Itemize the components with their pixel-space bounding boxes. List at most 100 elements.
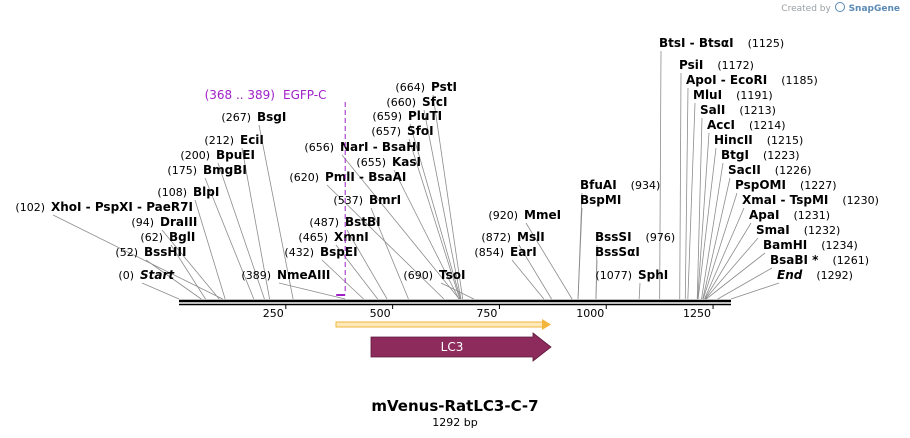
site-position: (976) [646,231,676,244]
site-name: BsaBI * [770,253,819,267]
site-connector [511,259,545,300]
site-name: BspEI [320,245,358,259]
site-position: (920) [488,209,518,222]
site-name: ApaI [749,208,779,222]
site-position: (465) [298,231,328,244]
site-name: BssSI [595,230,632,244]
site-name: HincII [714,133,753,147]
site-position: (660) [386,96,416,109]
site-name: DraIII [160,215,197,229]
site-name: SmaI [756,223,790,237]
ruler-tick-label: 750 [476,307,497,320]
snapgene-logo-icon [834,2,845,12]
site-position: (872) [481,231,511,244]
site-connector [408,138,461,300]
site-position: (212) [204,134,234,147]
site-connector [335,244,378,300]
creator-brand: SnapGene [848,4,900,14]
site-position: (267) [221,111,251,124]
site-name: BstBI [345,215,381,229]
site-lines [52,50,780,300]
site-connector [730,282,780,300]
site-name: SphI [638,268,668,282]
site-position: (664) [395,81,425,94]
site-connector [595,244,598,300]
site-name: SacII [728,163,761,177]
site-position: (62) [140,231,163,244]
site-connector [145,259,202,300]
site-position: (1185) [781,74,818,87]
backbone [179,299,731,306]
site-position: (1172) [717,59,754,72]
site-connector [194,199,226,300]
site-name: Start [140,268,175,282]
site-connector [204,177,255,300]
site-position: (1231) [793,209,830,222]
orf-arrowhead [542,319,551,330]
site-position: (52) [115,246,138,259]
ruler-tick-label: 500 [370,307,391,320]
site-connector [701,162,724,300]
site-position: (108) [157,186,187,199]
creator-credit: Created by SnapGene [781,2,900,14]
site-name: MluI [693,88,722,102]
site-name: BsgI [257,110,286,124]
site-connector [702,177,731,300]
site-position: (1213) [739,104,776,117]
primer-range: (368 .. 389) [205,88,275,102]
ruler-tick-label: 1250 [683,307,711,320]
site-name: XmnI [334,230,369,244]
site-connector [161,229,220,300]
site-position: (656) [304,141,334,154]
site-connector [687,102,696,300]
site-name: End [777,268,803,282]
site-position: (854) [474,246,504,259]
site-connector [679,72,682,300]
lc3-feature-arrow [370,332,552,362]
site-position: (1226) [775,164,812,177]
site-connector [659,50,662,300]
site-name: ApoI - EcoRI [686,73,767,87]
site-connector [217,162,265,300]
site-connector [241,147,270,300]
site-connector [705,237,759,300]
site-connector [702,192,738,300]
map-title: mVenus-RatLC3-C-7 [371,397,539,415]
site-connector [321,259,364,300]
site-connector [704,207,745,300]
site-name: XmaI - TspMI [742,193,828,207]
site-name: MmeI [524,208,561,222]
site-connector [697,132,710,300]
site-position: (175) [167,164,197,177]
site-position: (1232) [804,224,841,237]
site-name: BtgI [721,148,749,162]
site-position: (0) [118,269,134,282]
map-size: 1292 bp [432,416,478,429]
site-connector [341,154,460,300]
site-position: (657) [371,125,401,138]
site-position: (934) [631,179,661,192]
site-name: BmrI [369,193,401,207]
site-name: SalI [700,103,725,117]
site-connector [440,282,474,300]
site-connector [346,229,388,300]
site-name: SfcI [422,95,447,109]
site-position: (1125) [748,37,785,50]
site-position: (1230) [842,194,879,207]
site-position: (620) [289,171,319,184]
site-position: (487) [309,216,339,229]
site-connector [423,109,462,300]
site-connector [518,244,552,300]
site-connector [525,222,573,300]
site-name: EciI [240,133,264,147]
site-position: (655) [356,156,386,169]
site-name: BamHI [763,238,807,252]
site-name: PspOMI [735,178,786,192]
site-position: (1077) [595,269,632,282]
site-connector [697,147,717,300]
site-connector [393,169,460,300]
site-name: SfoI [407,124,434,138]
